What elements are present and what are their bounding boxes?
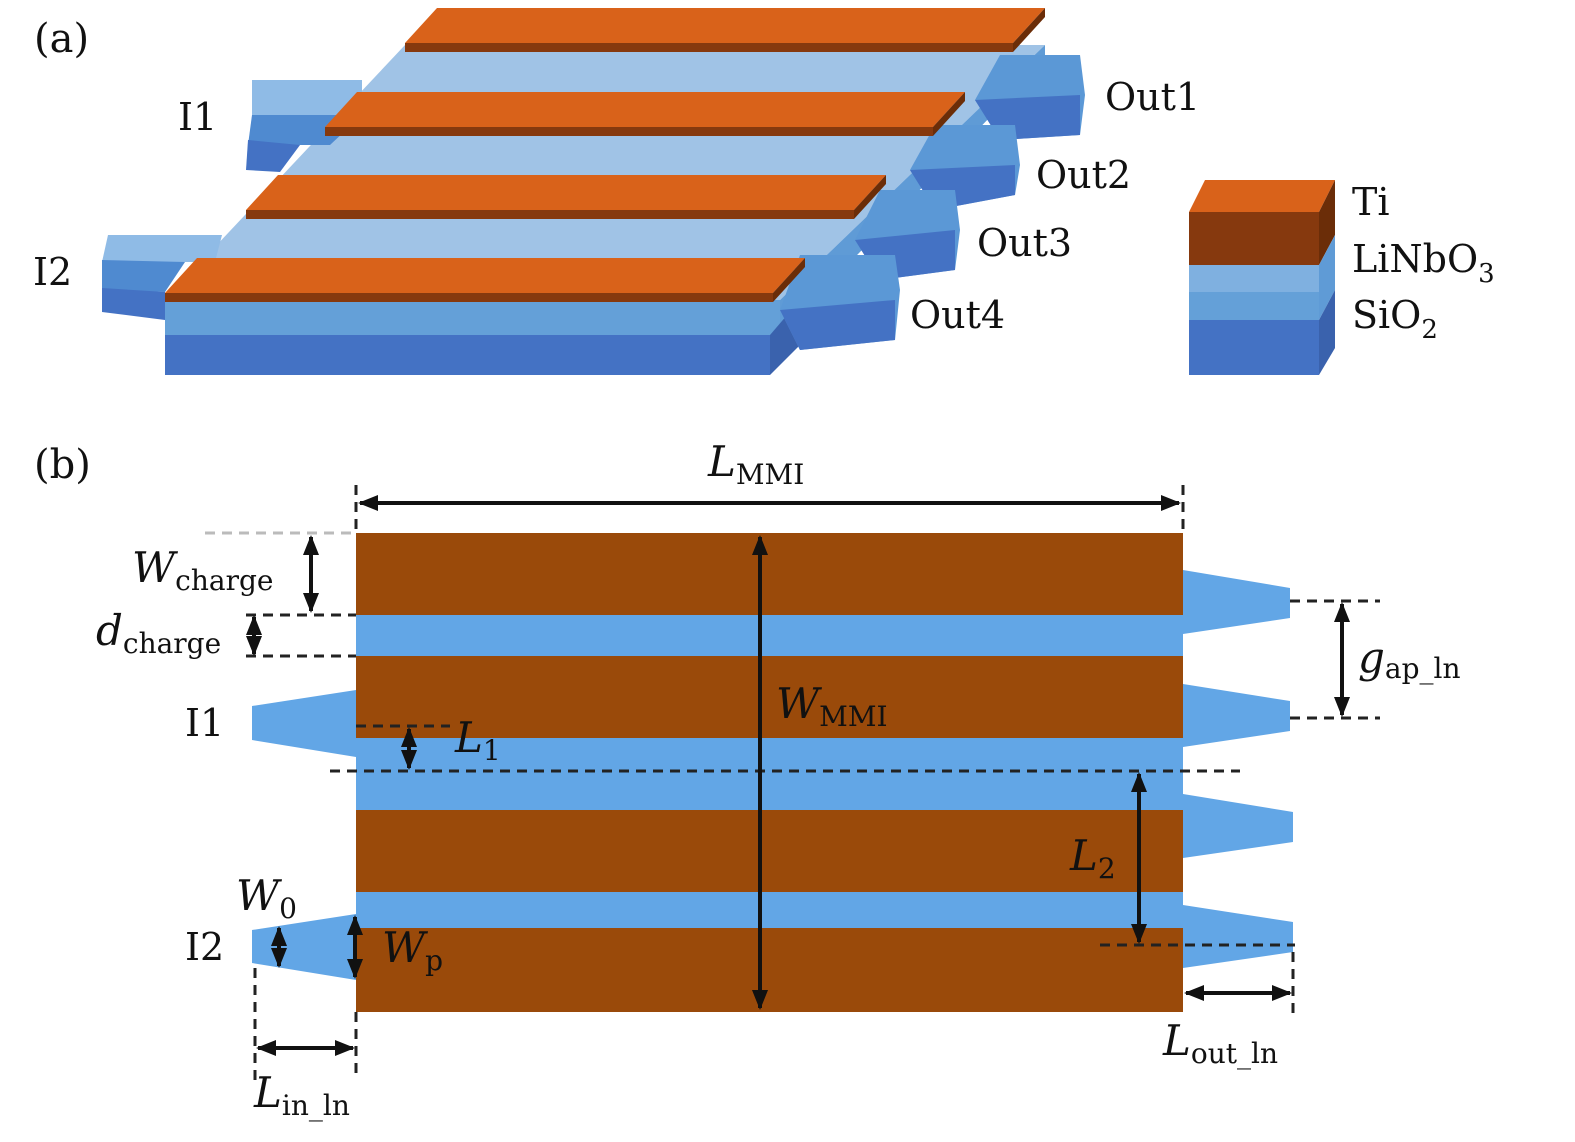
- electrode-strip-4: [356, 928, 1183, 1012]
- linbo3-front: [165, 300, 780, 335]
- ti-electrode-3: [246, 175, 886, 219]
- legend-sio2: [1189, 320, 1319, 375]
- label-l2: L2: [1069, 831, 1116, 885]
- electrode-strip-3: [356, 810, 1183, 892]
- output-label-out2: Out2: [1036, 153, 1131, 197]
- label-wp: Wp: [382, 923, 443, 977]
- input-taper-i2: [252, 914, 356, 980]
- legend-label-ti: Ti: [1352, 180, 1390, 224]
- label-w-mmi: WMMI: [776, 679, 888, 733]
- legend-ti-front: [1189, 212, 1319, 265]
- output-taper-2: [1183, 684, 1290, 747]
- input-taper-i2: [102, 235, 222, 320]
- input-label-i1: I1: [185, 701, 224, 745]
- panel-a-label: (a): [34, 16, 89, 62]
- label-g-ap-ln: gap_ln: [1358, 633, 1461, 685]
- output-label-out1: Out1: [1105, 75, 1200, 119]
- panel-a: (a): [33, 8, 1495, 375]
- ti-electrode-4: [165, 258, 805, 302]
- material-legend: Ti LiNbO3 SiO2: [1189, 180, 1495, 375]
- output-taper-1: [1183, 570, 1290, 634]
- output-taper-3: [1183, 794, 1293, 858]
- input-taper-i1: [252, 690, 356, 757]
- electrode-strip-2: [356, 656, 1183, 738]
- label-w-charge: Wcharge: [132, 543, 273, 597]
- sio2-front: [165, 335, 770, 375]
- input-label-i1: I1: [178, 95, 217, 139]
- panel-b: (b) I1 I2: [34, 437, 1461, 1122]
- label-l-in-ln: Lin_ln: [253, 1068, 350, 1122]
- label-l-out-ln: Lout_ln: [1162, 1016, 1278, 1070]
- input-label-i2: I2: [33, 250, 72, 294]
- legend-linbo3: [1189, 265, 1319, 292]
- label-l1: L1: [454, 713, 501, 767]
- output-tapers: [780, 55, 1085, 350]
- mmi-region: [356, 533, 1183, 1012]
- ti-electrode-2: [325, 92, 965, 136]
- electrode-strip-1: [356, 533, 1183, 615]
- output-label-out4: Out4: [910, 293, 1005, 337]
- ti-electrode-1: [405, 8, 1045, 52]
- label-l-mmi: LMMI: [707, 437, 804, 491]
- device-3d: [102, 8, 1085, 375]
- label-w0: W0: [236, 871, 297, 925]
- legend-label-sio2: SiO2: [1352, 293, 1438, 345]
- input-label-i2: I2: [185, 925, 224, 969]
- legend-label-linbo3: LiNbO3: [1352, 237, 1495, 289]
- legend-ti-top: [1189, 180, 1335, 212]
- panel-b-label: (b): [34, 442, 91, 488]
- output-label-out3: Out3: [977, 221, 1072, 265]
- dimension-guides: [205, 485, 1380, 1080]
- label-d-charge: dcharge: [96, 606, 221, 660]
- output-taper-4: [1183, 905, 1293, 968]
- input-taper-i1: [246, 80, 362, 172]
- dimension-arrows: [246, 495, 1350, 1056]
